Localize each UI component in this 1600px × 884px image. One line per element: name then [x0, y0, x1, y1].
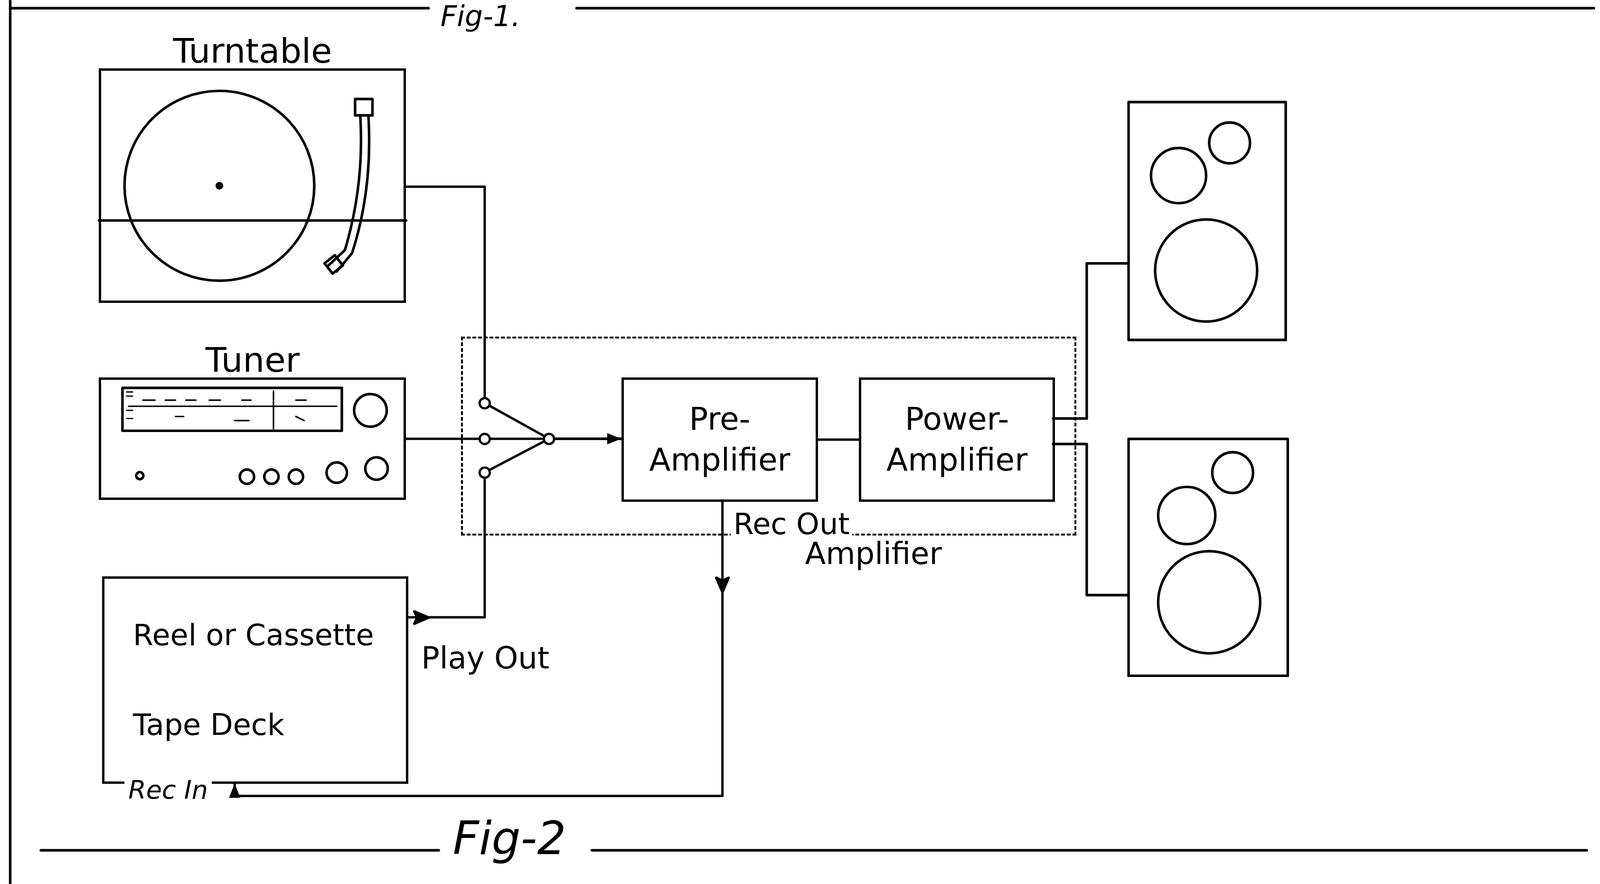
turntable-drawing: [336, 115, 369, 272]
signal-wire: [818, 438, 859, 441]
box-label: Pre- Amplifier: [623, 398, 817, 481]
speaker-wire: [1053, 443, 1129, 595]
box-heading: Amplifier: [804, 536, 942, 572]
tuner-box: Tuner: [98, 377, 406, 500]
speaker-drawing: [1157, 551, 1261, 654]
tape-deck-box: Reel or Cassette Tape Deck: [102, 576, 409, 784]
tuner-drawing: [239, 469, 255, 484]
tuner-drawing: [122, 387, 342, 431]
box-label: Power- Amplifier: [861, 398, 1053, 481]
figure-frame: [9, 0, 12, 884]
tuner-drawing: [326, 462, 348, 483]
speaker-drawing: [1128, 102, 1288, 676]
figure-frame: [40, 848, 439, 852]
figure-number: Fig-2: [449, 812, 571, 865]
signal-label: Play Out: [418, 640, 553, 677]
figure-number: Fig-1.: [436, 0, 525, 33]
signal-label: Rec Out: [730, 507, 853, 541]
tuner-drawing: [264, 469, 279, 484]
tuner-drawing: [175, 416, 305, 421]
tuner-drawing: [136, 471, 144, 480]
turntable-drawing: [98, 90, 406, 281]
tuner-drawing: [272, 390, 274, 429]
speaker-drawing: [1209, 122, 1251, 164]
speaker-drawing: [1128, 102, 1286, 340]
turntable-drawing: [324, 255, 343, 274]
speaker-wire: [1053, 263, 1129, 596]
speaker-drawing: [1150, 148, 1206, 204]
selector-switch: [479, 433, 490, 445]
turntable-box: Turntable: [98, 68, 406, 303]
signal-wire: [405, 186, 622, 439]
box-label: Reel or Cassette Tape Deck: [132, 590, 397, 770]
turntable-drawing: [124, 90, 315, 281]
tuner-drawing: [142, 399, 307, 401]
tuner-drawing: [354, 394, 387, 427]
turntable-drawing: [355, 99, 373, 116]
speaker-drawing: [1128, 439, 1288, 677]
selector-switch: [544, 433, 555, 445]
power-amp-box: Power- Amplifier: [858, 377, 1055, 502]
figure-frame: [592, 848, 1588, 852]
preamp-box: Pre- Amplifier: [621, 377, 819, 502]
signal-label: Rec In: [124, 775, 212, 805]
amplifier-group: AmplifierPre- AmplifierPower- Amplifier: [461, 336, 1077, 536]
speaker-drawing: [1212, 452, 1253, 494]
speaker-drawing: [1157, 487, 1215, 545]
signal-wire: [408, 438, 622, 618]
box-heading: Turntable: [101, 31, 404, 71]
tuner-drawing: [122, 387, 388, 484]
figure-frame: [9, 0, 1594, 884]
figure-frame: [576, 7, 1594, 10]
tuner-drawing: [288, 469, 303, 484]
speaker-wire: [1053, 263, 1129, 419]
tuner-drawing: [126, 392, 133, 419]
tuner-drawing: [365, 457, 388, 480]
turntable-drawing: [216, 183, 223, 189]
selector-switch: [479, 467, 490, 479]
figure-frame: [9, 7, 429, 10]
tuner-drawing: [128, 405, 337, 407]
selector-switch: [479, 398, 490, 409]
speaker-drawing: [1155, 219, 1258, 322]
box-heading: Tuner: [101, 340, 404, 380]
